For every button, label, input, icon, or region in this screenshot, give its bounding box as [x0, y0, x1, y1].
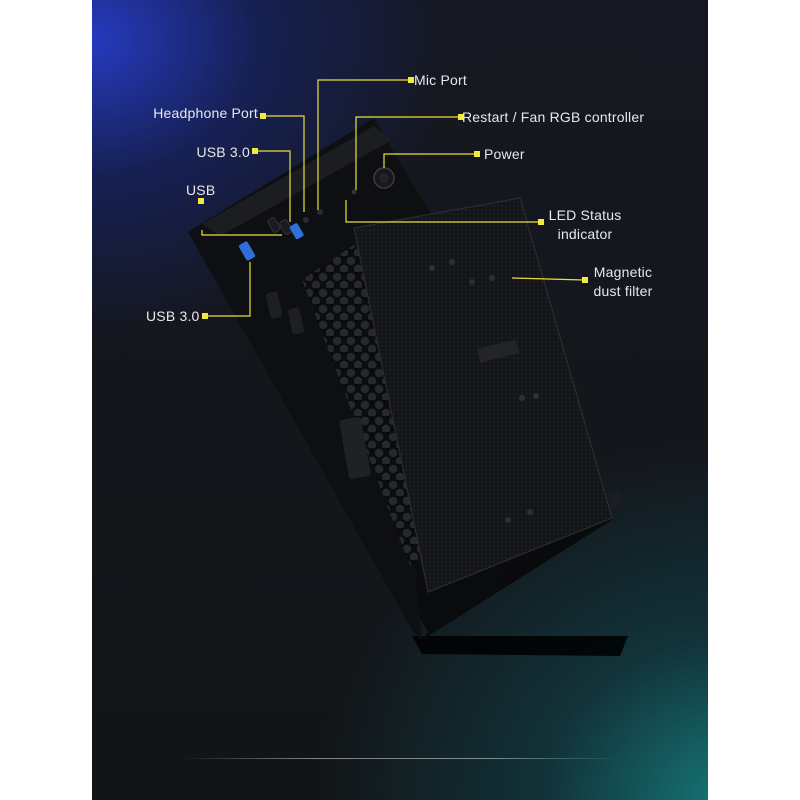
power-label: Power — [484, 146, 525, 162]
callout-dots — [198, 77, 588, 319]
filter-led-dots — [429, 259, 539, 523]
case-foot — [610, 492, 620, 508]
io-slot-1 — [339, 417, 371, 479]
headphone-port-label: Headphone Port — [153, 105, 258, 121]
led-status-label-line1: LED Status — [548, 207, 622, 223]
case-top-edge — [202, 126, 392, 236]
top-io-ports — [238, 167, 395, 261]
magnetic-filter-label-line2: dust filter — [593, 283, 653, 299]
callout-lines — [201, 79, 585, 317]
product-image — [92, 0, 708, 800]
front-vent-mesh — [302, 238, 422, 566]
usb-label: USB — [186, 182, 216, 198]
pc-case-illustration — [188, 77, 628, 656]
case-shadow — [412, 636, 628, 656]
filter-graphic — [476, 339, 520, 363]
magnetic-filter-label-line1: Magnetic — [593, 264, 653, 280]
side-port-2 — [287, 307, 305, 335]
side-port-1 — [265, 291, 283, 319]
usb30-top-label: USB 3.0 — [196, 144, 250, 160]
led-status-label-line2: indicator — [557, 226, 613, 242]
magnetic-dust-filter — [353, 197, 613, 593]
mic-port-label: Mic Port — [414, 72, 467, 88]
restart-fan-rgb-label: Restart / Fan RGB controller — [462, 109, 645, 125]
footer-divider — [182, 758, 622, 759]
usb30-bottom-label: USB 3.0 — [146, 308, 200, 324]
